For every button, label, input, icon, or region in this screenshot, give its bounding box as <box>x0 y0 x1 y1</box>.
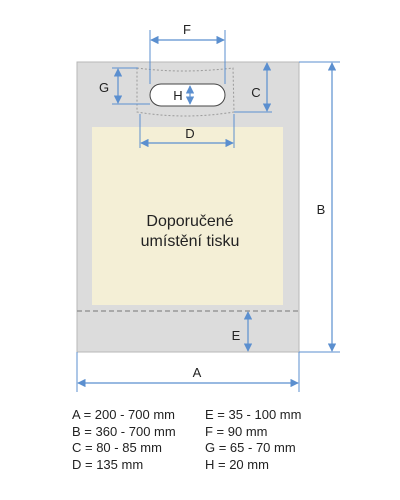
legend-column-left: A = 200 - 700 mm B = 360 - 700 mm C = 80… <box>72 407 212 473</box>
dimension-b: B <box>299 61 340 353</box>
handle-hole <box>149 83 226 107</box>
dimension-f: F <box>149 22 226 84</box>
print-area-label-line2: umístění tisku <box>141 233 240 250</box>
legend-item-e: E = 35 - 100 mm <box>205 407 302 422</box>
dimension-h: H <box>173 85 195 105</box>
legend-item-g: G = 65 - 70 mm <box>205 440 296 455</box>
dimension-a: A <box>76 352 300 392</box>
dimension-label-e: E <box>232 328 241 343</box>
legend-item-c: C = 80 - 85 mm <box>72 440 162 455</box>
dimension-label-b: B <box>317 202 326 217</box>
legend-item-h: H = 20 mm <box>205 456 269 472</box>
legend-item-f: F = 90 mm <box>205 423 268 439</box>
dimension-label-a: A <box>193 365 202 380</box>
dimension-c: C <box>234 62 272 113</box>
dimension-label-d: D <box>185 126 194 141</box>
dimension-label-f: F <box>183 22 191 37</box>
dimension-g: G <box>99 67 150 105</box>
print-area-label-line1: Doporučené <box>146 213 233 230</box>
dimension-label-h: H <box>173 88 182 103</box>
dimension-e: E <box>232 311 253 352</box>
dimension-label-c: C <box>251 85 260 100</box>
legend-item-a: A = 200 - 700 mm <box>72 407 175 422</box>
legend-column-right: E = 35 - 100 mm F = 90 mm G = 65 - 70 mm… <box>205 407 345 473</box>
legend-item-b: B = 360 - 700 mm <box>72 423 176 439</box>
print-area <box>92 127 283 305</box>
dimension-label-g: G <box>99 80 109 95</box>
dimension-d: D <box>139 114 235 148</box>
legend-item-d: D = 135 mm <box>72 456 144 472</box>
